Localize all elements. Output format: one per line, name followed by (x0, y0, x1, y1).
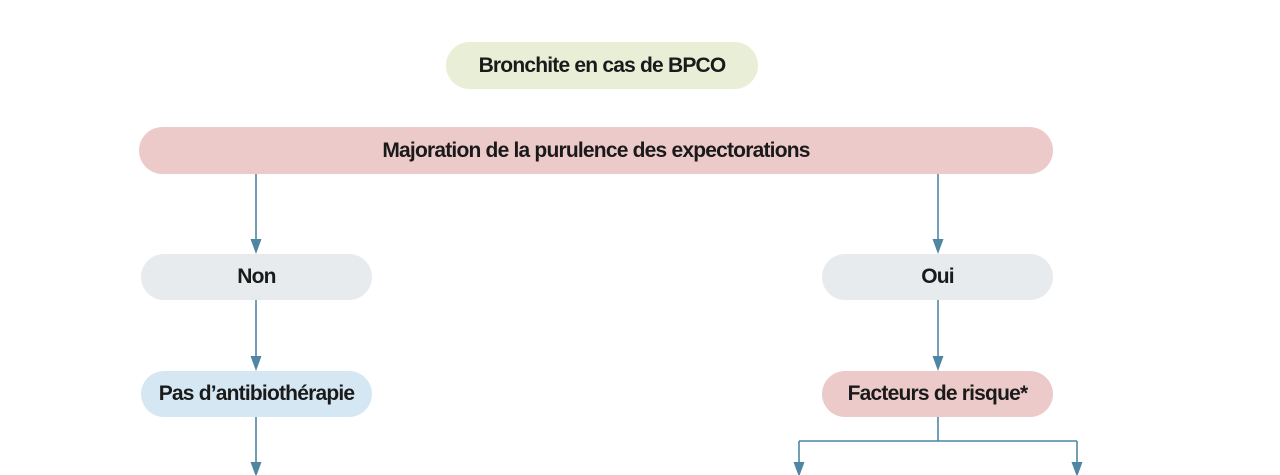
arrowhead-no-antibiotic-down (250, 462, 262, 475)
arrowhead-branch-left (793, 462, 805, 475)
arrowhead-to-risk-factors (932, 356, 944, 371)
arrowhead-to-yes (932, 239, 944, 254)
arrowhead-to-no-antibiotic (250, 356, 262, 371)
title-node: Bronchite en cas de BPCO (446, 42, 758, 89)
yes-node: Oui (822, 254, 1053, 300)
risk-factors-node: Facteurs de risque* (822, 371, 1053, 417)
arrowhead-branch-right (1071, 462, 1083, 475)
question-node: Majoration de la purulence des expectora… (139, 127, 1053, 174)
no-antibiotic-node: Pas d’antibiothérapie (141, 371, 372, 417)
arrowhead-to-no (250, 239, 262, 254)
no-node: Non (141, 254, 372, 300)
